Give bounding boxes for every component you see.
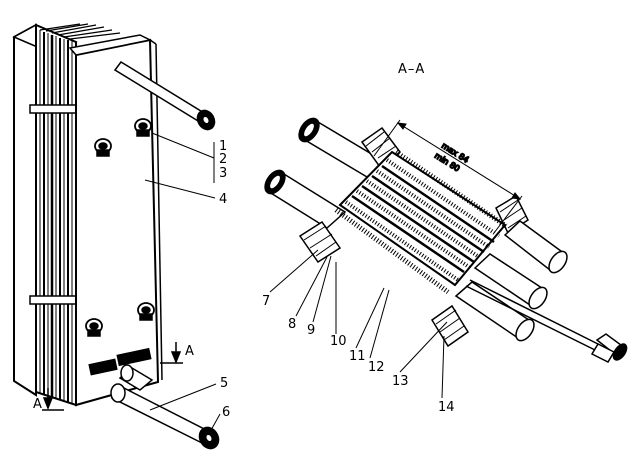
back-frame-plate <box>13 23 37 397</box>
tube-left <box>264 169 347 229</box>
tube-right-mid <box>473 253 548 310</box>
dimension-lines <box>373 119 523 234</box>
callout-4: 4 <box>219 192 227 207</box>
callout-8: 8 <box>288 317 296 332</box>
side-bolt-lower <box>29 295 83 305</box>
callout-9: 9 <box>307 323 315 338</box>
section-marker-right-label: A <box>185 344 194 359</box>
stud-nut-upper-right <box>134 118 152 137</box>
leader-lines-left <box>144 132 221 433</box>
callout-2: 2 <box>219 152 227 167</box>
section-view: max 84 min 80 <box>264 117 628 363</box>
callout-12: 12 <box>368 360 385 375</box>
stud-nut-lower-left <box>85 318 103 337</box>
plate-heat-exchanger-view <box>12 23 220 450</box>
connection-pipe-upper <box>113 61 216 131</box>
section-marker-left-label: A <box>33 397 42 412</box>
connection-pipe-lower <box>110 383 220 450</box>
connection-pipe-lower-back <box>118 364 154 391</box>
callout-6: 6 <box>222 405 230 420</box>
nameplate-right <box>116 347 152 367</box>
callout-5: 5 <box>220 376 228 391</box>
side-bolt-upper <box>29 104 83 114</box>
callout-1: 1 <box>219 139 227 154</box>
section-title: A–A <box>398 62 425 77</box>
leader-lines-section <box>269 249 448 399</box>
stud-nut-upper-left <box>94 138 112 157</box>
end-block-lower <box>430 304 470 348</box>
callout-14: 14 <box>438 400 455 415</box>
front-plate-top-edge <box>68 34 153 56</box>
callout-3: 3 <box>219 166 227 181</box>
callout-7: 7 <box>262 294 270 309</box>
tie-rod <box>465 279 628 363</box>
tube-right-upper <box>503 220 568 274</box>
plate-pack <box>35 23 121 407</box>
section-marker-right <box>160 342 183 365</box>
callout-10: 10 <box>330 334 347 349</box>
stud-nut-lower-right <box>137 302 155 321</box>
section-fin-rows <box>334 149 508 295</box>
nameplate-left <box>88 358 118 376</box>
tube-lower <box>454 281 535 342</box>
callout-13: 13 <box>392 374 409 389</box>
tube-upper-left <box>298 117 387 178</box>
callout-11: 11 <box>349 349 366 364</box>
section-marker-left <box>42 388 64 411</box>
